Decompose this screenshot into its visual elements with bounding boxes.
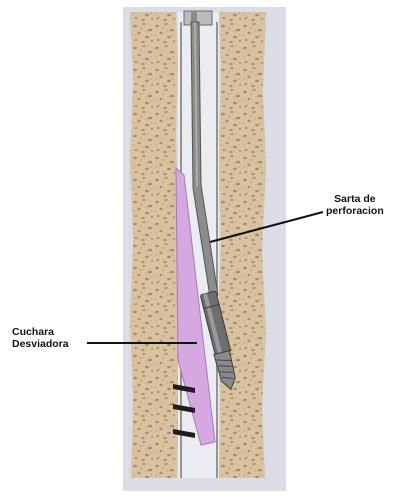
formation-right — [218, 12, 266, 478]
label-sarta-line-1: Sarta de — [326, 193, 384, 205]
label-sarta-line-2: perforacion — [326, 205, 384, 217]
label-cuchara-line-2: Desviadora — [12, 338, 69, 350]
formation-left — [130, 12, 179, 478]
label-sarta-de-perforacion: Sarta de perforacion — [326, 193, 384, 217]
label-cuchara-line-1: Cuchara — [12, 326, 69, 338]
label-cuchara-desviadora: Cuchara Desviadora — [12, 326, 69, 350]
